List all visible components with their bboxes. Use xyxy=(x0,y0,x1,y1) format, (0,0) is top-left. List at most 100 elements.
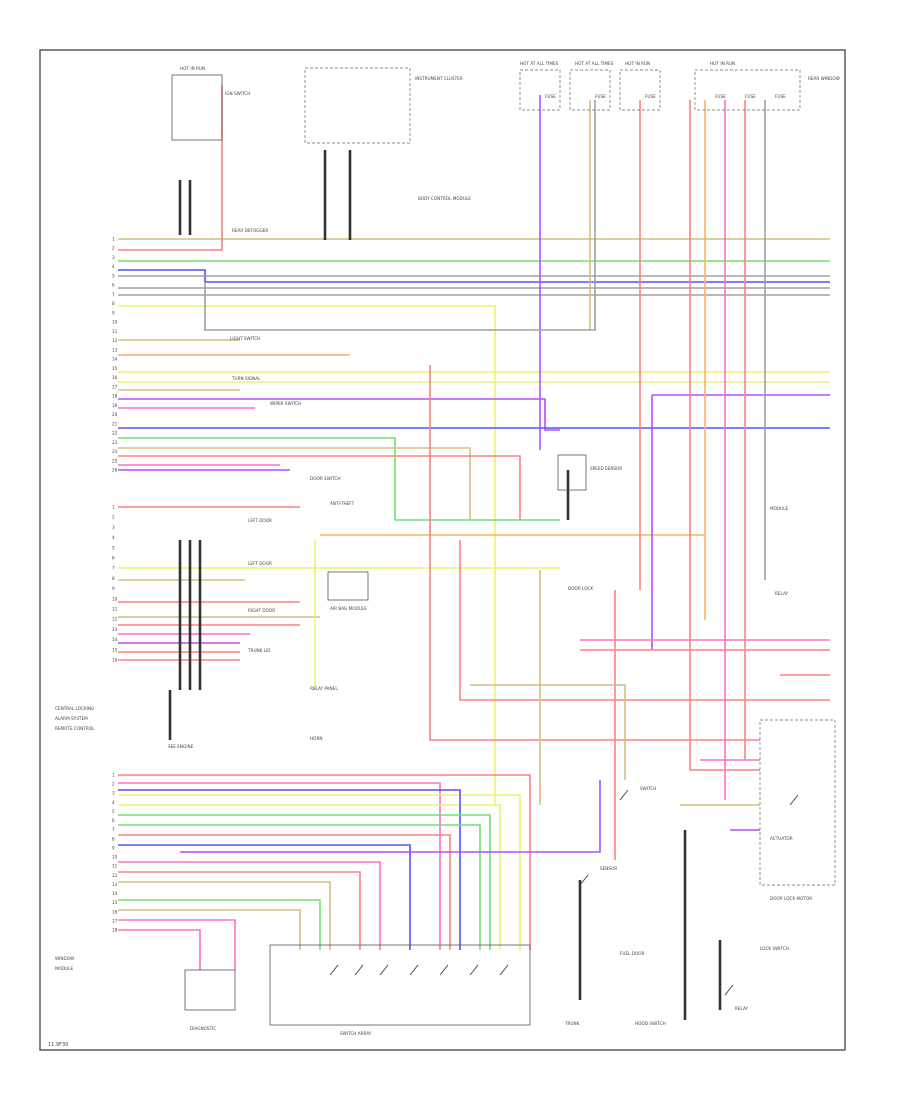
fuse-box-4 xyxy=(694,69,801,111)
connector-pin-c-3: 3 xyxy=(112,791,115,796)
wire-w56 xyxy=(118,899,321,950)
connector-pin-a-26: 26 xyxy=(112,468,118,473)
connector-pin-b-9: 9 xyxy=(112,586,115,591)
connector-pin-a-8: 8 xyxy=(112,301,115,306)
wire-w14 xyxy=(118,398,560,431)
label-l17: LIGHT SWITCH xyxy=(230,336,260,341)
wire-w19 xyxy=(118,455,521,520)
connector-pin-b-10: 10 xyxy=(112,596,118,601)
connector-pin-a-9: 9 xyxy=(112,310,115,315)
switch-contact-4 xyxy=(439,964,449,976)
wire-w49 xyxy=(118,824,481,950)
wire-w58 xyxy=(118,919,236,970)
wire-w45 xyxy=(118,794,521,950)
label-l18: TURN SIGNAL xyxy=(231,376,261,381)
wire-w36 xyxy=(459,540,830,701)
label-l30: ALARM SYSTEM xyxy=(55,716,88,721)
wire-w17 xyxy=(118,437,560,521)
label-l20: DOOR SWITCH xyxy=(310,476,340,481)
switch-contact-6 xyxy=(499,964,509,976)
wire-w18 xyxy=(118,447,471,520)
connector-pin-c-9: 9 xyxy=(112,845,115,850)
connector-pin-a-24: 24 xyxy=(112,449,118,454)
wire-w33 xyxy=(429,365,760,741)
connector-pin-a-6: 6 xyxy=(112,283,115,288)
connector-pin-b-6: 6 xyxy=(112,556,115,561)
label-l6: FUSE xyxy=(545,94,556,99)
wire-w47 xyxy=(118,789,461,950)
label-l19: WIPER SWITCH xyxy=(270,401,301,406)
switch-box xyxy=(171,74,223,141)
label-l33: RELAY PANEL xyxy=(310,686,338,691)
connector-pin-c-8: 8 xyxy=(112,836,115,841)
footer-code: 11.9F30 xyxy=(48,1042,68,1048)
label-l13: IGN SWITCH xyxy=(225,91,250,96)
label-l11: FUSE xyxy=(775,94,786,99)
connector-pin-a-5: 5 xyxy=(112,273,115,278)
switch-contact-8 xyxy=(579,874,589,886)
label-l40: HOOD SWITCH xyxy=(635,1021,666,1026)
connector-pin-b-5: 5 xyxy=(112,545,115,550)
connector-pin-b-3: 3 xyxy=(112,525,115,530)
wire-w67 xyxy=(689,100,760,771)
label-l36: MODULE xyxy=(55,966,74,971)
connector-pin-c-6: 6 xyxy=(112,818,115,823)
connector-box xyxy=(184,969,236,1011)
label-l32: SEE ENGINE xyxy=(168,744,194,749)
connector-pin-b-13: 13 xyxy=(112,627,118,632)
switch-contact-0 xyxy=(329,964,339,976)
label-l26: AIR BAG MODULE xyxy=(330,606,367,611)
connector-pin-a-25: 25 xyxy=(112,458,118,463)
wire-w40 xyxy=(470,684,626,780)
label-l39: TRUNK xyxy=(564,1021,580,1026)
label-l4: HOT IN RUN xyxy=(625,61,650,66)
label-l44: DOOR LOCK MOTOR xyxy=(770,896,812,901)
connector-pin-a-4: 4 xyxy=(112,264,115,269)
fuse-box-2 xyxy=(569,69,611,111)
switch-contact-5 xyxy=(469,964,479,976)
connector-pin-c-4: 4 xyxy=(112,800,115,805)
component-boxes xyxy=(171,67,836,1026)
label-l15: BODY CONTROL MODULE xyxy=(418,196,471,201)
connector-pin-b-14: 14 xyxy=(112,637,118,642)
wire-w57 xyxy=(118,909,301,950)
connector-pin-a-14: 14 xyxy=(112,357,118,362)
label-l35: WINDOW xyxy=(55,956,74,961)
fuse-box-3 xyxy=(619,69,661,111)
label-l10: FUSE xyxy=(745,94,756,99)
connector-pin-a-18: 18 xyxy=(112,394,118,399)
label-l8: FUSE xyxy=(645,94,656,99)
connector-pin-a-2: 2 xyxy=(112,246,115,251)
connector-pin-b-16: 16 xyxy=(112,658,118,663)
connector-pin-a-15: 15 xyxy=(112,366,118,371)
label-l24: RIGHT DOOR xyxy=(248,608,275,613)
wire-w59 xyxy=(118,929,201,970)
label-l12: INSTRUMENT CLUSTER xyxy=(415,76,463,81)
switch-contact-2 xyxy=(379,964,389,976)
connector-pin-c-12: 12 xyxy=(112,873,118,878)
connector-pin-a-1: 1 xyxy=(112,237,115,242)
connector-pin-b-8: 8 xyxy=(112,576,115,581)
connector-pin-b-1: 1 xyxy=(112,505,115,510)
label-l28: SPEED SENSOR xyxy=(590,466,622,471)
label-l23: LEFT DOOR xyxy=(248,561,272,566)
connector-pin-a-22: 22 xyxy=(112,431,118,436)
connector-pin-c-14: 14 xyxy=(112,891,118,896)
colored-wires xyxy=(118,85,830,970)
cluster-box xyxy=(304,67,411,144)
connector-pin-b-12: 12 xyxy=(112,617,118,622)
label-l37: DIAGNOSTIC xyxy=(190,1026,216,1031)
connector-pin-a-11: 11 xyxy=(112,329,118,334)
label-l47: SENSOR xyxy=(600,866,617,871)
label-l27: DOOR LOCK xyxy=(568,586,593,591)
connector-pin-a-3: 3 xyxy=(112,255,115,260)
label-l46: SWITCH xyxy=(640,786,656,791)
label-l48: MODULE xyxy=(770,506,789,511)
connector-pin-a-13: 13 xyxy=(112,347,118,352)
connector-pin-b-11: 11 xyxy=(112,607,118,612)
connector-pin-c-11: 11 xyxy=(112,864,118,869)
switch-contact-7 xyxy=(619,789,629,801)
connector-pin-b-7: 7 xyxy=(112,566,115,571)
